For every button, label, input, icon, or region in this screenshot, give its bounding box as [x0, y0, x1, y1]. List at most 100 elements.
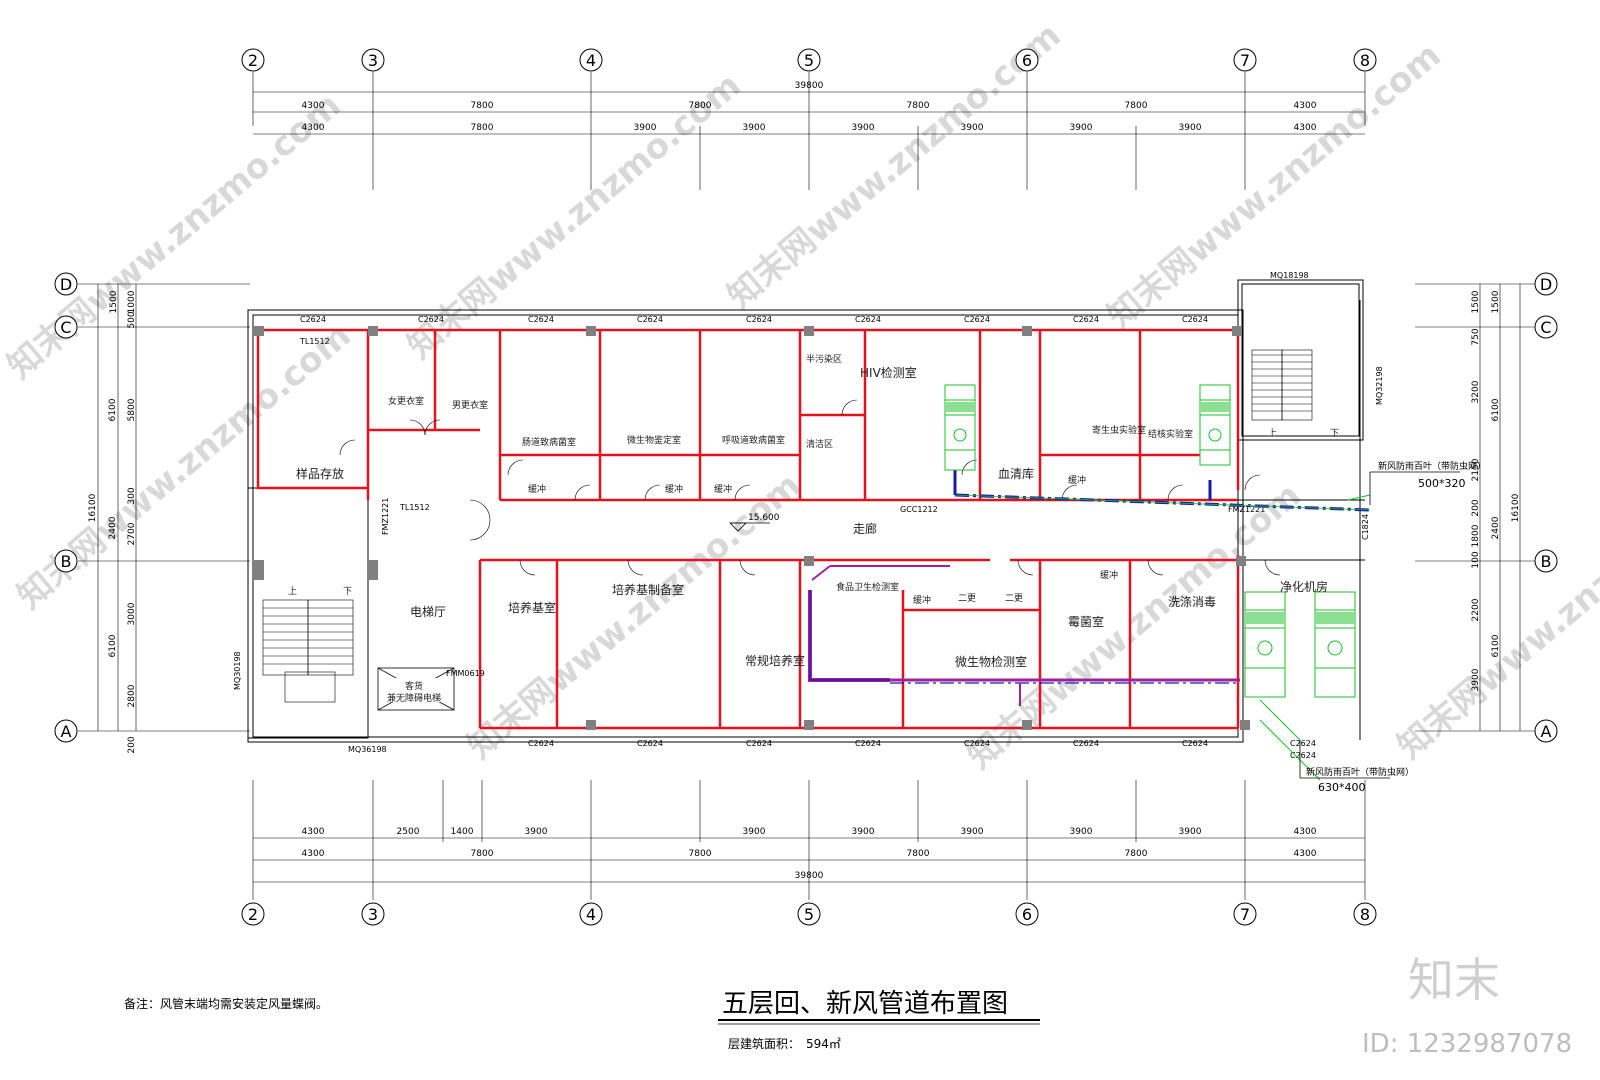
dim: 1000	[127, 290, 137, 313]
svg-text:6: 6	[1022, 51, 1032, 70]
dim: 3900	[961, 123, 984, 133]
dim: 3900	[961, 827, 984, 837]
dim: 4300	[1294, 827, 1317, 837]
dim: 300	[127, 487, 137, 504]
room-label: 缓冲	[714, 483, 732, 495]
axis-bubble-top: 4	[579, 48, 603, 72]
window-label: C2624	[637, 315, 663, 324]
stairs	[262, 349, 1313, 703]
door-label: TL1512	[299, 337, 330, 346]
window-label: C2624	[746, 315, 772, 324]
axis-bubble-bottom: 4	[579, 902, 603, 926]
dim: 2150	[1471, 458, 1481, 481]
ahu-unit	[944, 384, 976, 471]
dim: 3900	[634, 123, 657, 133]
room-label: 培养基室	[508, 600, 556, 615]
dim: 6100	[108, 634, 118, 657]
svg-text:D: D	[1540, 275, 1552, 294]
dim: 1500	[1491, 290, 1501, 313]
partition-walls	[256, 328, 1240, 730]
drawing-title: 五层回、新风管道布置图	[722, 989, 1008, 1019]
room-label: 缓冲	[1100, 569, 1118, 581]
window-label: C2624	[855, 315, 881, 324]
svg-text:B: B	[1541, 552, 1552, 571]
room-label: 缓冲	[1068, 474, 1086, 486]
stair-up-label: 上	[288, 586, 297, 597]
dim: 7800	[471, 123, 494, 133]
room-label: 寄生虫实验室	[1092, 424, 1146, 436]
stair-down-label: 下	[1330, 429, 1339, 439]
svg-text:4: 4	[586, 51, 596, 70]
dim: 5800	[127, 398, 137, 421]
svg-text:A: A	[61, 722, 72, 741]
room-label: 二更	[958, 593, 976, 604]
louver-callout-north: 新风防雨百叶（带防虫网） 500*320	[1369, 460, 1486, 505]
room-label: 培养基制备室	[612, 582, 684, 597]
elevator-label: 兼无障碍电梯	[387, 692, 441, 704]
dim: 3200	[1471, 380, 1481, 403]
title-block: 备注：风管末端均需安装定风量蝶阀。 五层回、新风管道布置图 层建筑面积： 594…	[124, 989, 1040, 1051]
fresh-duct-south	[808, 590, 890, 682]
room-label: 男更衣室	[452, 399, 488, 411]
dim: 2800	[127, 684, 137, 707]
louver-label: 新风防雨百叶（带防虫网）	[1306, 766, 1414, 778]
louver-size: 630*400	[1318, 781, 1366, 794]
dim: 2700	[127, 522, 137, 545]
axis-bubble-left: B	[54, 549, 78, 573]
window-label: C2624	[418, 315, 444, 324]
svg-text:3: 3	[368, 905, 378, 924]
ahu-unit	[1199, 384, 1231, 466]
dim: 2200	[1471, 598, 1481, 621]
svg-text:B: B	[61, 552, 72, 571]
dim: 7800	[907, 849, 930, 859]
axis-bubble-top: 3	[361, 48, 385, 72]
watermark: 知末网www.znzmo.com	[0, 85, 349, 387]
door-label: FMZ1221	[381, 498, 390, 535]
room-label: 走廊	[853, 521, 877, 536]
dim: 7800	[471, 101, 494, 111]
svg-text:7: 7	[1240, 905, 1250, 924]
room-label: 净化机房	[1280, 579, 1328, 594]
dim: 6100	[1491, 398, 1501, 421]
drawing-note: 备注：风管末端均需安装定风量蝶阀。	[124, 996, 328, 1011]
axis-bubble-bottom: 8	[1353, 902, 1377, 926]
axis-bubble-right: A	[1534, 719, 1558, 743]
window-label: C2624	[964, 315, 990, 324]
brand-logo: 知末	[1408, 953, 1500, 1007]
dim: 200	[1471, 499, 1481, 516]
axis-bubble-right: D	[1534, 272, 1558, 296]
room-label: 女更衣室	[388, 395, 424, 407]
bottom-dimensions: 4300 2500 1400 3900 3900 3900 3900 3900 …	[302, 827, 1317, 881]
louver-callout-south: 新风防雨百叶（带防虫网） 630*400	[1299, 740, 1414, 794]
axis-bubble-left: D	[54, 272, 78, 296]
svg-text:7: 7	[1240, 51, 1250, 70]
room-label: 电梯厅	[410, 605, 446, 619]
door-label: FMM0619	[446, 669, 485, 678]
axis-bubble-left: A	[54, 719, 78, 743]
svg-text:2: 2	[248, 51, 258, 70]
air-handling-units	[944, 384, 1356, 698]
area-label: 层建筑面积：	[728, 1036, 800, 1051]
room-label: 样品存放	[296, 466, 344, 481]
room-label: 清洁区	[806, 438, 833, 450]
door-labels: MQ18198 MQ32198 MQ30198 MQ36198 TL1512 T…	[233, 271, 1384, 754]
dim: 4300	[1294, 101, 1317, 111]
room-label: 结核实验室	[1148, 428, 1193, 440]
dim-total-top: 39800	[795, 81, 824, 91]
axis-bubble-top: 7	[1233, 48, 1257, 72]
room-label: 缓冲	[913, 594, 931, 606]
room-label: 缓冲	[665, 483, 683, 495]
watermark: 知末网www.znzmo.com	[960, 475, 1309, 777]
dim: 1500	[109, 290, 119, 313]
louver-size: 500*320	[1418, 477, 1466, 490]
svg-text:C: C	[60, 318, 71, 337]
dim: 4300	[302, 123, 325, 133]
dim: 4300	[1294, 849, 1317, 859]
watermark: 知末网www.znzmo.com	[1100, 35, 1449, 337]
columns	[254, 326, 1250, 730]
dim: 7800	[689, 101, 712, 111]
ahu-unit	[1244, 591, 1286, 698]
curtain-wall-label: MQ30198	[233, 651, 242, 690]
window-labels-bottom: C2624 C2624 C2624 C2624 C2624 C2624 C262…	[528, 739, 1316, 760]
